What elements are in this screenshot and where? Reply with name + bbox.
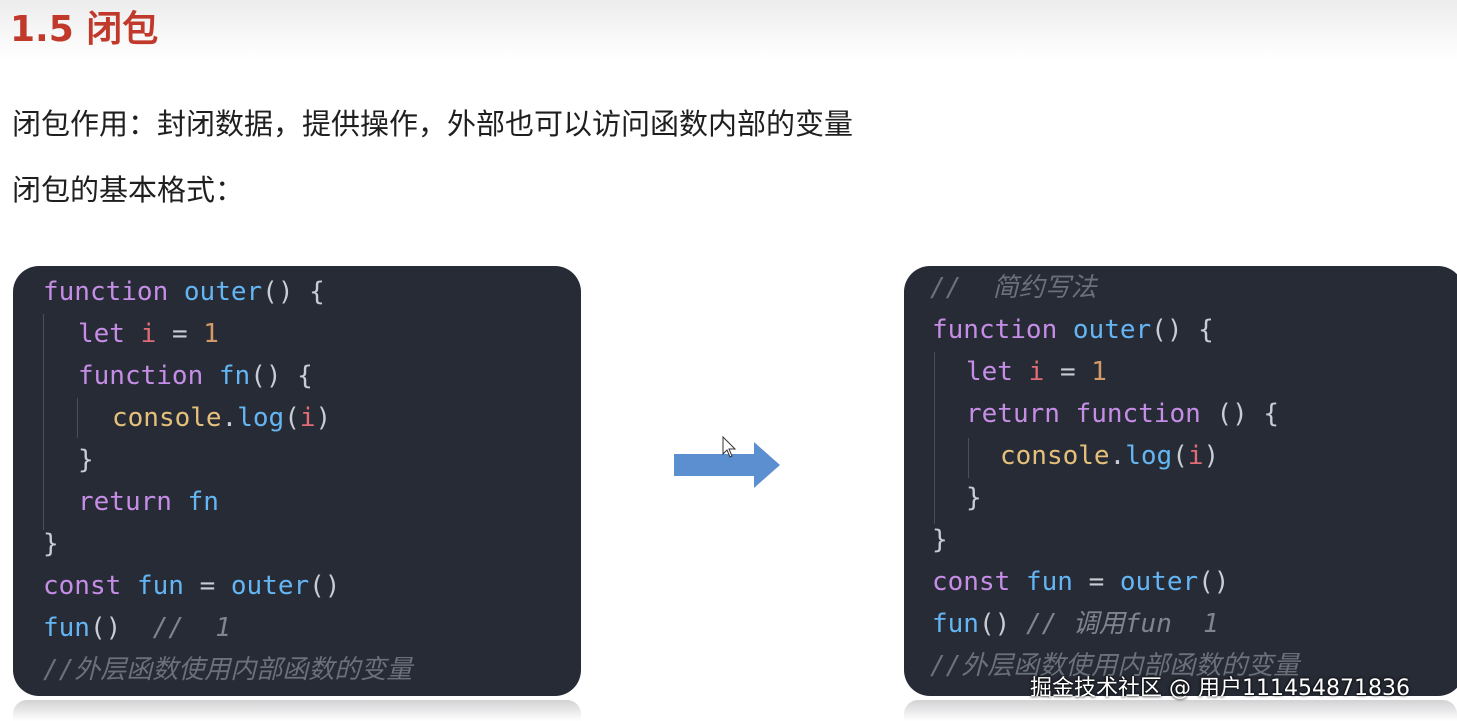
code-line: } bbox=[966, 483, 982, 513]
indent-guide bbox=[968, 438, 969, 478]
code-line: fun() // 调用fun 1 bbox=[932, 609, 1219, 639]
header-band bbox=[0, 0, 1457, 60]
watermark: 掘金技术社区 @ 用户111454871836 bbox=[1030, 676, 1410, 701]
code-block-concise: // 简约写法 function outer() { let i = 1 ret… bbox=[904, 266, 1457, 696]
code-line: let i = 1 bbox=[78, 319, 219, 349]
code-line: } bbox=[78, 445, 94, 475]
code-line: console.log(i) bbox=[112, 403, 332, 433]
code-line: const fun = outer() bbox=[932, 567, 1230, 597]
code-line: function outer() { bbox=[932, 315, 1214, 345]
code-line: function outer() { bbox=[43, 277, 325, 307]
code-line: //外层函数使用内部函数的变量 bbox=[43, 655, 413, 685]
code-line: return fn bbox=[78, 487, 219, 517]
code-line: let i = 1 bbox=[966, 357, 1107, 387]
code-line: return function () { bbox=[966, 399, 1280, 429]
closure-purpose-text: 闭包作用：封闭数据，提供操作，外部也可以访问函数内部的变量 bbox=[12, 107, 854, 141]
indent-guide bbox=[43, 314, 44, 530]
code-line: } bbox=[43, 529, 59, 559]
code-line: //外层函数使用内部函数的变量 bbox=[930, 651, 1300, 681]
card-reflection bbox=[904, 700, 1457, 721]
code-line: const fun = outer() bbox=[43, 571, 341, 601]
closure-format-heading: 闭包的基本格式： bbox=[12, 173, 245, 207]
card-reflection bbox=[13, 700, 581, 721]
code-line: fun() // 1 bbox=[43, 613, 231, 643]
indent-guide bbox=[77, 398, 78, 438]
mouse-cursor-icon bbox=[722, 436, 737, 458]
code-block-basic: function outer() { let i = 1 function fn… bbox=[13, 266, 581, 696]
code-line: function fn() { bbox=[78, 361, 313, 391]
code-line: // 简约写法 bbox=[930, 273, 1097, 303]
indent-guide bbox=[934, 352, 935, 524]
right-arrow-icon bbox=[674, 442, 780, 488]
code-line: console.log(i) bbox=[1000, 441, 1220, 471]
code-line: } bbox=[932, 525, 948, 555]
page-title: 1.5 闭包 bbox=[10, 9, 159, 50]
